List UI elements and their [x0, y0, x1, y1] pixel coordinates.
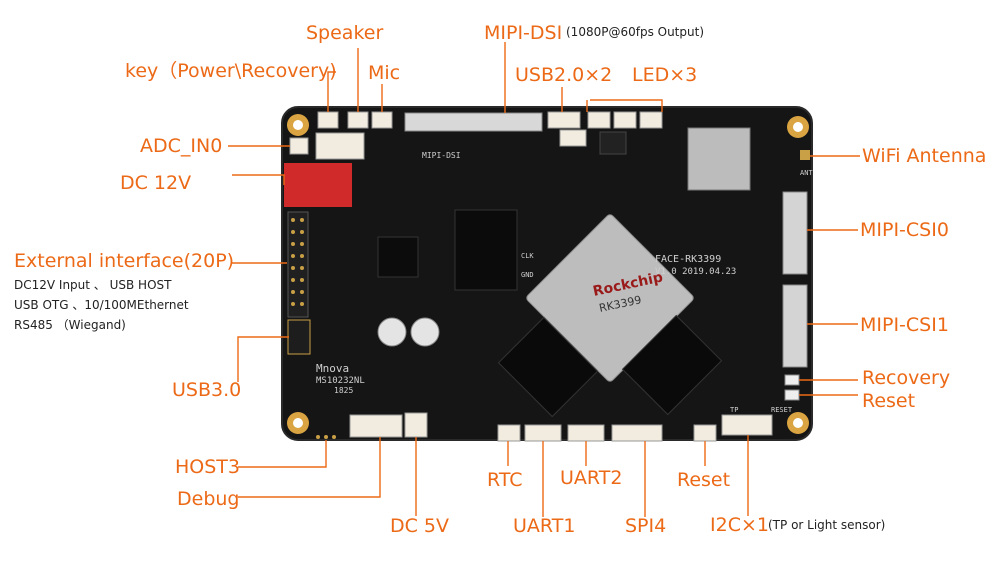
mnova-code-text: 1825: [334, 386, 353, 395]
uart1-connector: [524, 424, 562, 442]
led-connector-1: [587, 111, 611, 129]
mounting-holes: [287, 114, 809, 434]
led-connector-3: [639, 111, 663, 129]
leader-lines: [228, 42, 860, 517]
memory-chip-bottom-left: [497, 316, 599, 418]
mipi-csi1-connector: [782, 284, 808, 368]
label-uart1: UART1: [513, 515, 576, 537]
led-connector-2: [613, 111, 637, 129]
label-key: key（Power\Recovery): [125, 60, 337, 82]
usb20-connector-top: [547, 111, 581, 129]
label-recovery: Recovery: [862, 367, 951, 389]
label-mic: Mic: [368, 62, 401, 84]
label-usb20: USB2.0×2: [515, 64, 613, 86]
uart2-connector: [567, 424, 605, 442]
dc12-power-jack: [315, 132, 365, 160]
label-i2c: I2C×1: [710, 514, 769, 536]
key-connector: [317, 111, 339, 129]
mnova-part-text: MS10232NL: [316, 376, 365, 386]
host3-pads: [316, 435, 336, 439]
speaker-connector: [347, 111, 369, 129]
header-pins: [291, 218, 304, 306]
board-version-text: V1.0 2019.04.23: [655, 267, 736, 277]
usb30-pads: [287, 319, 311, 355]
label-rtc: RTC: [487, 469, 523, 491]
rtc-connector: [497, 424, 521, 442]
dc12-red-terminal: [284, 163, 352, 207]
label-mipi-csi0: MIPI-CSI0: [860, 219, 949, 241]
label-led: LED×3: [632, 64, 698, 86]
reset-connector-bottom: [693, 424, 717, 442]
label-host3: HOST3: [175, 456, 240, 478]
tp-silk: TP: [730, 406, 738, 414]
ext-desc-line2: USB OTG 、10/100MEthernet: [14, 298, 189, 312]
debug-connector: [349, 414, 403, 438]
label-mipi-dsi-note: (1080P@60fps Output): [566, 25, 704, 39]
label-dc12: DC 12V: [120, 172, 192, 194]
mic-connector: [371, 111, 393, 129]
mipi-dsi-silk: MIPI-DSI: [422, 151, 461, 160]
label-external-interface: External interface(20P): [14, 250, 235, 272]
capacitor-2: [410, 317, 440, 347]
memory-chip-left: [454, 209, 518, 291]
board-model-text: FACE-RK3399: [655, 254, 721, 265]
label-speaker: Speaker: [306, 22, 384, 44]
ext-desc-line1: DC12V Input 、 USB HOST: [14, 278, 172, 292]
label-uart2: UART2: [560, 467, 623, 489]
label-mipi-csi1: MIPI-CSI1: [860, 314, 949, 336]
reset-silk: RESET: [771, 406, 793, 414]
external-interface-header: [287, 211, 309, 318]
ext-desc-line3: RS485 （Wiegand): [14, 318, 126, 332]
label-dc5: DC 5V: [390, 515, 450, 537]
usb20-connector-bottom: [559, 129, 587, 147]
ant-silk: ANT: [800, 169, 813, 177]
mipi-csi0-connector: [782, 191, 808, 275]
label-usb30: USB3.0: [172, 379, 242, 401]
wifi-antenna-connector: [800, 150, 810, 160]
clk-silk: CLK: [521, 252, 534, 260]
inductor: [599, 131, 627, 155]
label-spi4: SPI4: [625, 515, 667, 537]
label-reset-bottom: Reset: [677, 469, 731, 491]
reset-button-right: [784, 389, 800, 401]
recovery-button: [784, 374, 800, 386]
dc5-connector: [404, 412, 428, 438]
gnd-silk: GND: [521, 271, 534, 279]
capacitor-1: [377, 317, 407, 347]
adc-connector: [289, 137, 309, 155]
memory-chip-bottom-right: [621, 314, 723, 416]
label-adc: ADC_IN0: [140, 135, 223, 157]
ethernet-chip: [377, 236, 419, 278]
spi4-connector: [611, 424, 663, 442]
label-mipi-dsi: MIPI-DSI: [484, 22, 563, 44]
label-reset-right: Reset: [862, 390, 916, 412]
i2c-connector: [721, 414, 773, 436]
label-debug: Debug: [177, 488, 240, 510]
wifi-module: [687, 127, 751, 191]
mipi-dsi-connector: [404, 112, 543, 132]
mnova-text: Mnova: [316, 362, 349, 375]
label-i2c-note: (TP or Light sensor): [768, 518, 886, 532]
label-wifi: WiFi Antenna: [862, 145, 987, 167]
